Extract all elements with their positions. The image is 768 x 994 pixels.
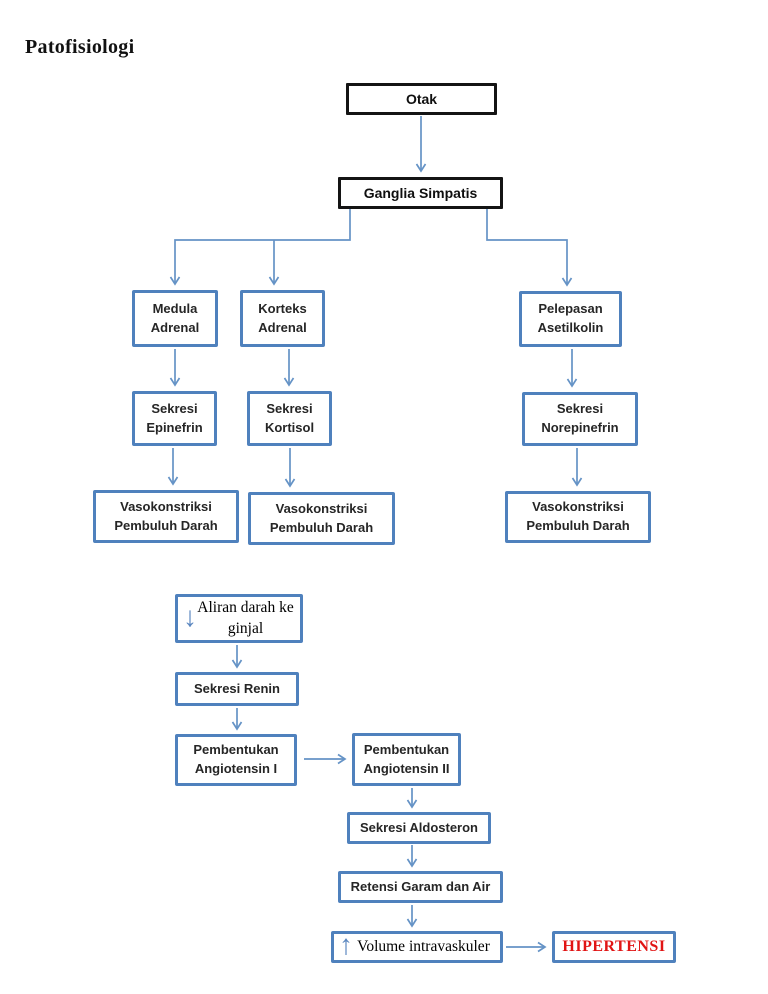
node-sekresi-epinefrin: Sekresi Epinefrin: [132, 391, 217, 446]
node-label: Sekresi Epinefrin: [146, 400, 203, 435]
node-pelepasan-asetilkolin: Pelepasan Asetilkolin: [519, 291, 622, 347]
node-sekresi-kortisol: Sekresi Kortisol: [247, 391, 332, 446]
node-label: Medula Adrenal: [150, 300, 200, 335]
node-label: Vasokonstriksi Pembuluh Darah: [526, 499, 630, 533]
node-volume-intravaskuler: ↑ Volume intravaskuler: [331, 931, 503, 963]
node-aliran-darah-ginjal: ↓ Aliran darah ke ginjal: [175, 594, 303, 643]
node-label: Pembentukan Angiotensin I: [193, 742, 279, 776]
node-label: Sekresi Aldosteron: [359, 819, 478, 835]
node-korteks-adrenal: Korteks Adrenal: [240, 290, 325, 347]
node-ganglia-simpatis: Ganglia Simpatis: [338, 177, 503, 209]
node-label: Pembentukan Angiotensin II: [363, 741, 450, 776]
node-sekresi-aldosteron: Sekresi Aldosteron: [347, 812, 491, 844]
node-sekresi-renin: Sekresi Renin: [175, 672, 299, 706]
node-pembentukan-angiotensin-1: Pembentukan Angiotensin I: [175, 734, 297, 786]
node-sekresi-norepinefrin: Sekresi Norepinefrin: [522, 392, 638, 446]
node-label: Retensi Garam dan Air: [350, 878, 491, 894]
node-label: Volume intravaskuler: [357, 937, 490, 955]
node-label: Sekresi Kortisol: [264, 400, 315, 435]
node-pembentukan-angiotensin-2: Pembentukan Angiotensin II: [352, 733, 461, 786]
node-label: Sekresi Norepinefrin: [541, 401, 619, 435]
node-label: Otak: [405, 90, 438, 107]
decrease-arrow-icon: ↓: [183, 601, 197, 633]
node-retensi-garam-air: Retensi Garam dan Air: [338, 871, 503, 903]
node-label: Aliran darah ke ginjal: [197, 599, 294, 637]
node-label: Pelepasan Asetilkolin: [537, 301, 604, 335]
page-title: Patofisiologi: [25, 36, 135, 58]
node-hipertensi: HIPERTENSI: [552, 931, 676, 963]
increase-arrow-icon: ↑: [339, 929, 353, 961]
arrow-ganglia-to-medula: [169, 209, 351, 286]
node-label: Vasokonstriksi Pembuluh Darah: [269, 500, 374, 535]
node-label: HIPERTENSI: [562, 938, 666, 956]
node-vasokonstriksi-3: Vasokonstriksi Pembuluh Darah: [505, 491, 651, 543]
node-label: Ganglia Simpatis: [363, 184, 478, 201]
node-label: Vasokonstriksi Pembuluh Darah: [114, 498, 218, 533]
node-label: Korteks Adrenal: [258, 300, 307, 335]
node-otak: Otak: [346, 83, 497, 115]
node-vasokonstriksi-2: Vasokonstriksi Pembuluh Darah: [248, 492, 395, 545]
node-vasokonstriksi-1: Vasokonstriksi Pembuluh Darah: [93, 490, 239, 543]
node-medula-adrenal: Medula Adrenal: [132, 290, 218, 347]
arrow-ganglia-to-pelepasan: [486, 209, 573, 287]
node-label: Sekresi Renin: [194, 680, 280, 696]
